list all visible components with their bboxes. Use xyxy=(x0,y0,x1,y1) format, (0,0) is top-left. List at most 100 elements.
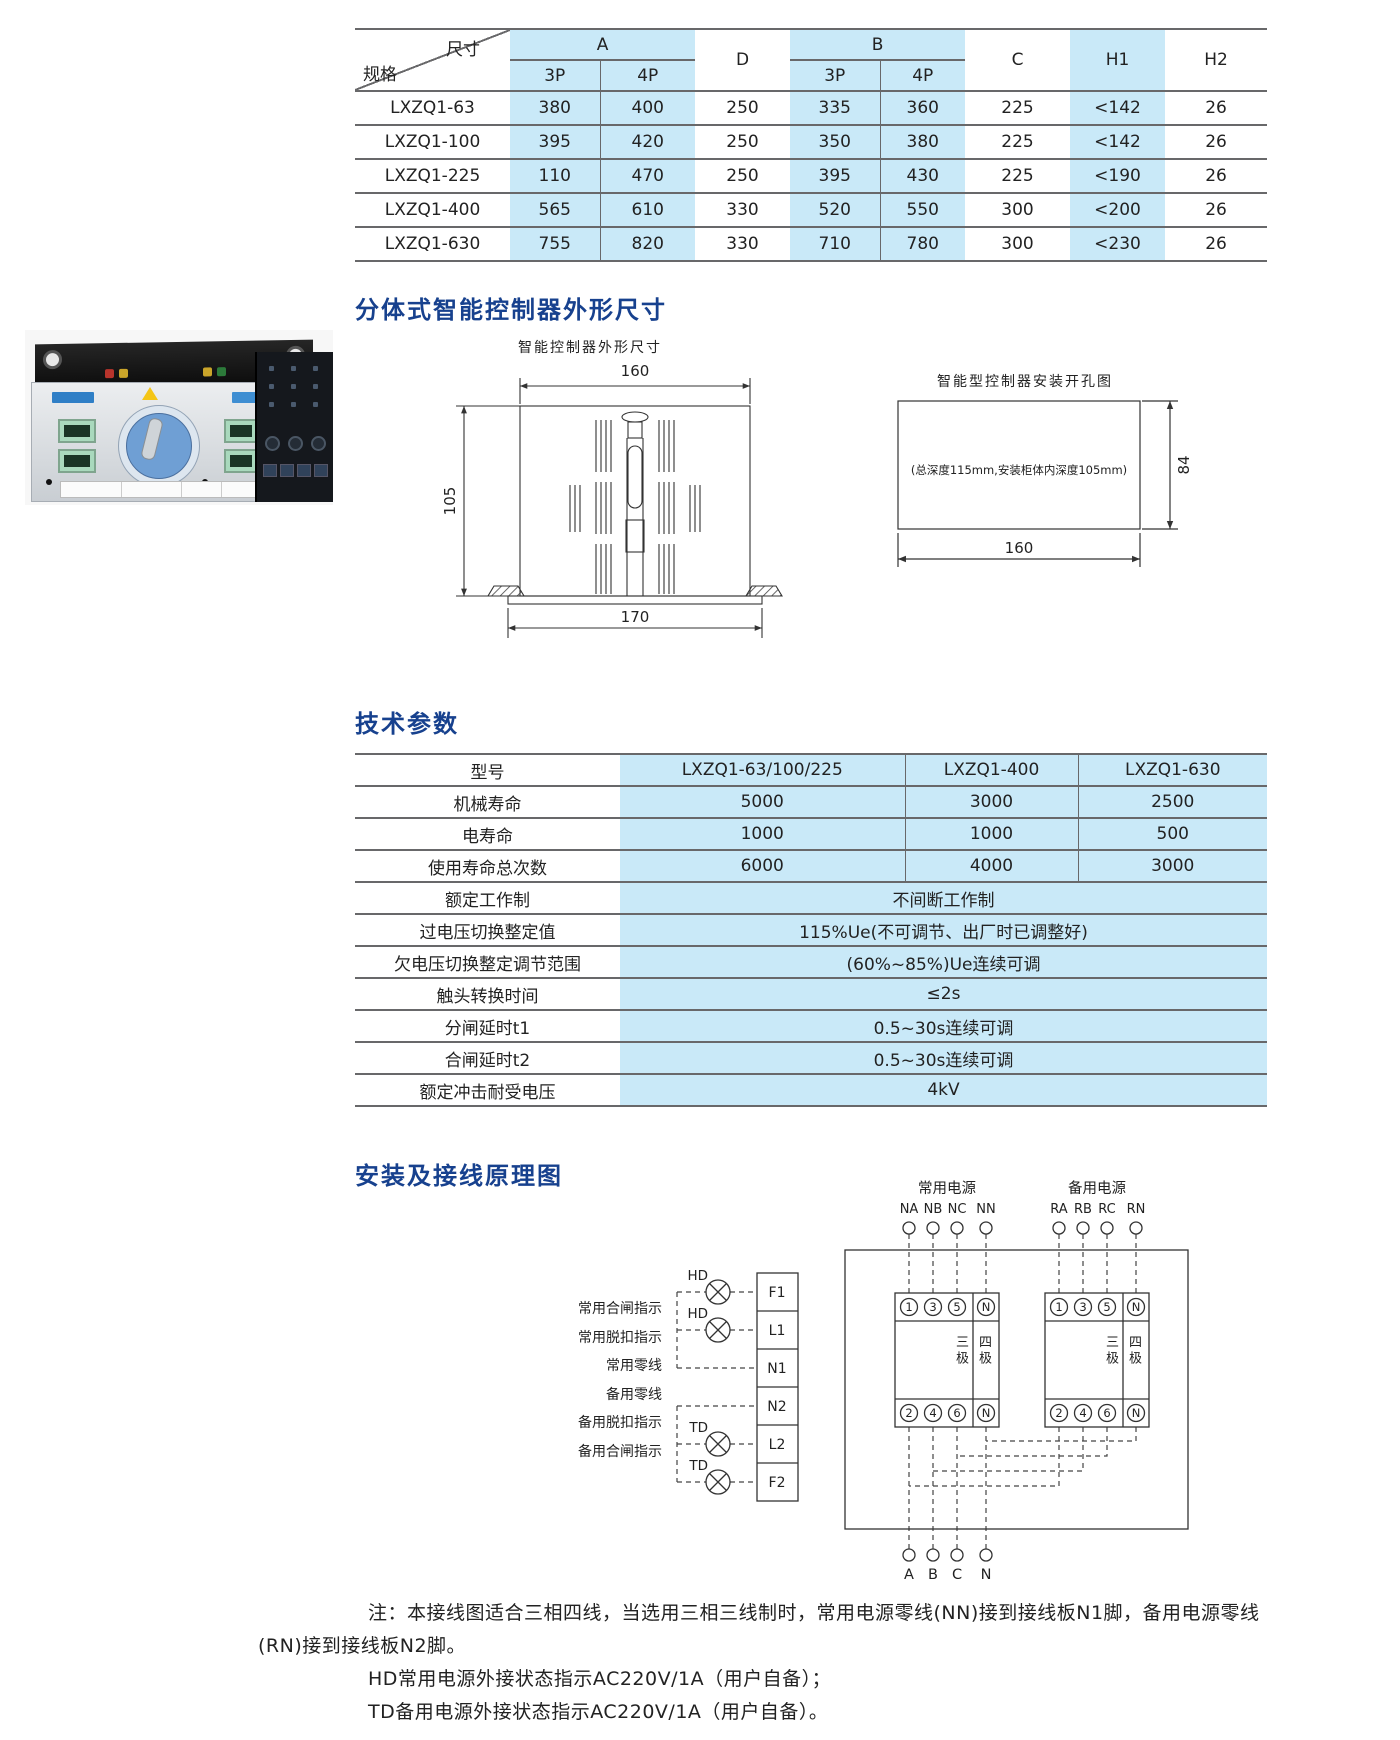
photo-wire xyxy=(119,368,128,378)
photo-indicator-window xyxy=(224,449,258,473)
table-row: 触头转换时间 ≤2s xyxy=(355,978,1267,1011)
subheader-3p: 3P xyxy=(790,60,881,92)
value-cell: 360 xyxy=(879,91,966,126)
lamp-label: HD xyxy=(687,1268,708,1284)
value-cell: <230 xyxy=(1070,227,1166,262)
indicator-label: 备用合闸指示 xyxy=(578,1443,662,1460)
indicator-label: 备用零线 xyxy=(606,1386,662,1403)
subheader-3p: 3P xyxy=(510,60,600,92)
note-line: 注：本接线图适合三相四线，当选用三相三线制时，常用电源零线(NN)接到接线板N1… xyxy=(368,1602,1260,1624)
controller-cutout-drawing: (总深度115mm,安装柜体内深度105mm) 84 160 xyxy=(897,400,1193,567)
terminal-label: NB xyxy=(924,1202,943,1217)
value-cell: 395 xyxy=(790,159,881,194)
photo-button xyxy=(280,464,294,477)
corner-label-size: 尺寸 xyxy=(446,40,480,60)
pole-number: 4 xyxy=(929,1406,936,1420)
param-label: 电寿命 xyxy=(355,818,620,851)
lamp-label: HD xyxy=(687,1306,708,1322)
value-cell: <190 xyxy=(1070,159,1166,194)
value-cell: 26 xyxy=(1165,159,1268,194)
param-value: 1000 xyxy=(620,818,905,851)
pole-number: 1 xyxy=(905,1300,912,1314)
photo-nameplate xyxy=(60,481,262,498)
pole-number: 3 xyxy=(929,1300,936,1314)
dim-label-170: 170 xyxy=(621,608,650,626)
col-header-b: B xyxy=(790,29,966,61)
photo-label-chip xyxy=(232,392,270,403)
pole-number: N xyxy=(982,1300,991,1314)
spec-cell: LXZQ1-225 xyxy=(355,159,510,194)
param-label: 型号 xyxy=(355,754,620,787)
output-label: N xyxy=(981,1567,992,1583)
pole4-label: 四极 xyxy=(1126,1335,1141,1367)
table-row: LXZQ1-63 380 400 250 335 360 225 <142 26 xyxy=(355,91,1268,126)
param-value: 3000 xyxy=(1077,850,1267,883)
value-cell: <142 xyxy=(1070,125,1166,160)
table-row: 额定冲击耐受电压 4kV xyxy=(355,1074,1267,1107)
param-label: 机械寿命 xyxy=(355,786,620,819)
photo-indicator-window xyxy=(58,419,96,443)
enclosure-box xyxy=(844,1249,1189,1530)
pole-number: 3 xyxy=(1079,1300,1086,1314)
value-cell: 110 xyxy=(510,159,600,194)
param-value: 115%Ue(不可调节、出厂时已调整好) xyxy=(620,914,1267,947)
value-cell: 26 xyxy=(1165,227,1268,262)
value-cell: 395 xyxy=(510,125,600,160)
corner-header-cell: 尺寸 规格 xyxy=(355,29,510,92)
pole-number: N xyxy=(1132,1300,1141,1314)
spec-cell: LXZQ1-400 xyxy=(355,193,510,228)
photo-button xyxy=(314,464,328,477)
value-cell: 26 xyxy=(1165,193,1268,228)
main-breaker xyxy=(894,1292,1000,1428)
photo-screw xyxy=(46,479,52,485)
wiring-notes: 注：本接线图适合三相四线，当选用三相三线制时，常用电源零线(NN)接到接线板N1… xyxy=(258,1597,1398,1729)
table-row: LXZQ1-100 395 420 250 350 380 225 <142 2… xyxy=(355,125,1268,160)
dim-label-160-bottom: 160 xyxy=(1005,539,1034,557)
terminal-label: NN xyxy=(976,1202,995,1217)
output-terminals xyxy=(902,1548,993,1562)
value-cell: 420 xyxy=(599,125,696,160)
value-cell: 565 xyxy=(510,193,600,228)
pole-number: 6 xyxy=(1103,1406,1110,1420)
strip-cell-label: N1 xyxy=(767,1361,786,1377)
table-row: 使用寿命总次数 6000 4000 3000 xyxy=(355,850,1267,883)
pole3-label: 三极 xyxy=(1103,1335,1118,1367)
output-label: A xyxy=(904,1567,914,1583)
value-cell: 350 xyxy=(790,125,881,160)
pole-number: 2 xyxy=(1055,1406,1062,1420)
table-row: 电寿命 1000 1000 500 xyxy=(355,818,1267,851)
table-row: 合闸延时t2 0.5~30s连续可调 xyxy=(355,1042,1267,1075)
param-label: 使用寿命总次数 xyxy=(355,850,620,883)
spec-cell: LXZQ1-100 xyxy=(355,125,510,160)
table-row: 分闸延时t1 0.5~30s连续可调 xyxy=(355,1010,1267,1043)
param-value: 不间断工作制 xyxy=(620,882,1267,915)
strip-cell-label: L2 xyxy=(769,1437,786,1453)
value-cell: 400 xyxy=(599,91,696,126)
model-header: LXZQ1-630 xyxy=(1077,754,1267,787)
value-cell: 710 xyxy=(790,227,881,262)
table-row: LXZQ1-400 565 610 330 520 550 300 <200 2… xyxy=(355,193,1268,228)
param-value: 6000 xyxy=(620,850,905,883)
pole-number: N xyxy=(1132,1406,1141,1420)
product-photo xyxy=(25,330,333,505)
strip-cell-label: N2 xyxy=(767,1399,786,1415)
terminal-label: RN xyxy=(1127,1202,1146,1217)
photo-label-chip xyxy=(52,392,94,403)
value-cell: 820 xyxy=(599,227,696,262)
backup-breaker xyxy=(1044,1292,1150,1428)
terminal-label: RA xyxy=(1050,1202,1068,1217)
corner-label-spec: 规格 xyxy=(363,65,397,85)
photo-rotary-dial xyxy=(118,405,200,487)
photo-adjust-knob xyxy=(288,436,303,451)
col-header-d: D xyxy=(695,29,791,92)
subheader-4p: 4P xyxy=(599,60,696,92)
table-row: 欠电压切换整定调节范围 (60%~85%)Ue连续可调 xyxy=(355,946,1267,979)
photo-indicator-window xyxy=(224,419,258,443)
dim-label-160: 160 xyxy=(621,362,650,380)
value-cell: 610 xyxy=(599,193,696,228)
value-cell: 250 xyxy=(695,125,791,160)
table-row: 额定工作制 不间断工作制 xyxy=(355,882,1267,915)
photo-wire xyxy=(203,367,212,377)
note-line: HD常用电源外接状态指示AC220V/1A（用户自备）； xyxy=(368,1668,832,1690)
